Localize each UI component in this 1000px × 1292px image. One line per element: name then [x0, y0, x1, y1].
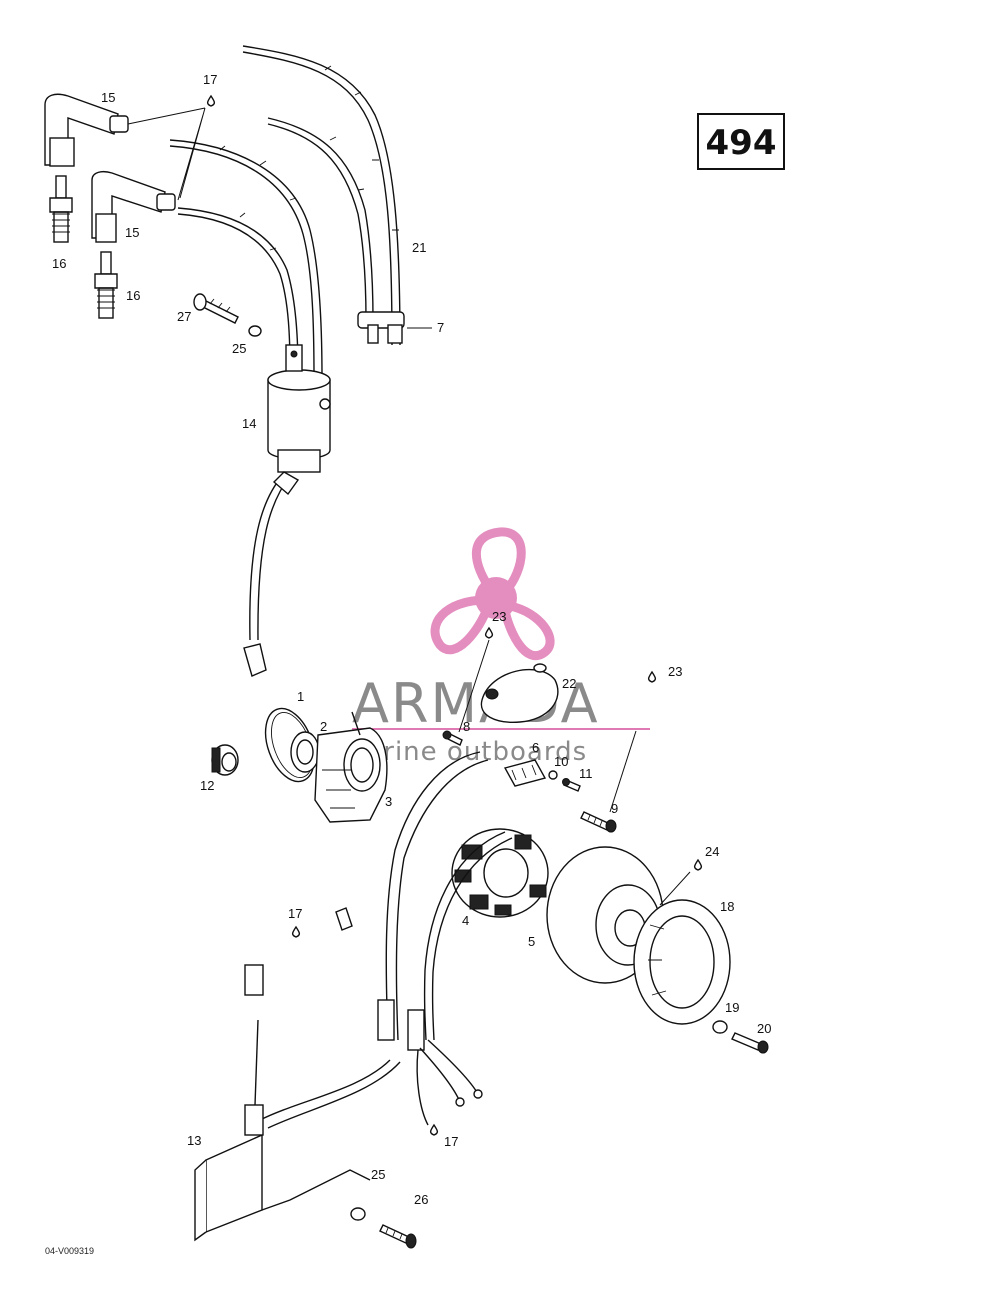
callout-25: 25 [232, 341, 246, 356]
leader-lines [127, 107, 691, 906]
callout-20: 20 [757, 1021, 771, 1036]
drop-icon [206, 94, 216, 107]
part-6-connector [503, 759, 547, 787]
callout-14: 14 [242, 416, 256, 431]
callout-22: 22 [562, 676, 576, 691]
spark-plugs [49, 175, 118, 319]
callout-26: 26 [414, 1192, 428, 1207]
callout-1: 1 [297, 689, 304, 704]
part-8-screw [442, 730, 463, 746]
callout-25: 25 [371, 1167, 385, 1182]
callout-23: 23 [492, 609, 506, 624]
spark-plug-caps [44, 93, 176, 243]
part-26-screw [379, 1224, 417, 1249]
callout-10: 10 [554, 754, 568, 769]
callout-16: 16 [52, 256, 66, 271]
part-22-cover [480, 663, 559, 723]
drop-icon [291, 925, 301, 938]
callout-9: 9 [611, 801, 618, 816]
ignition-coil-assembly [169, 45, 405, 677]
callout-11: 11 [579, 766, 593, 781]
drop-icon [484, 626, 494, 639]
callout-2: 2 [320, 719, 327, 734]
callout-15: 15 [125, 225, 139, 240]
lubricant-drops [206, 94, 703, 1136]
page-number: 494 [706, 123, 777, 163]
part-3-housing [314, 711, 388, 823]
callout-4: 4 [462, 913, 469, 928]
page-number-box: 494 [697, 113, 785, 170]
part-4-stator [451, 828, 549, 918]
part-9-bolt [580, 811, 617, 833]
part-25-washer-lower [350, 1207, 366, 1221]
callout-12: 12 [200, 778, 214, 793]
part-19-washer [712, 1020, 728, 1034]
propeller-icon [430, 527, 555, 660]
drop-icon [647, 670, 657, 683]
part-10-washer [548, 770, 558, 780]
callout-23: 23 [668, 664, 682, 679]
callouts: 17 15 15 16 16 21 7 27 25 14 23 23 22 1 … [52, 72, 771, 1207]
callout-24: 24 [705, 844, 719, 859]
part-12-grommet [211, 744, 239, 776]
part-13-cdi-module [194, 964, 371, 1242]
watermark-logo: ARMADA marine outboards [340, 527, 650, 767]
callout-6: 6 [532, 740, 539, 755]
callout-17: 17 [444, 1134, 458, 1149]
callout-18: 18 [720, 899, 734, 914]
part-11-screw [562, 778, 581, 792]
callout-27: 27 [177, 309, 191, 324]
callout-5: 5 [528, 934, 535, 949]
part-2-seal [290, 731, 320, 773]
callout-17: 17 [203, 72, 217, 87]
callout-8: 8 [463, 719, 470, 734]
drawing-code: 04-V009319 [45, 1246, 94, 1256]
callout-17: 17 [288, 906, 302, 921]
drop-icon [429, 1123, 439, 1136]
part-20-bolt [731, 1032, 769, 1054]
callout-3: 3 [385, 794, 392, 809]
callout-21: 21 [412, 240, 426, 255]
callout-16: 16 [126, 288, 140, 303]
drop-icon [693, 858, 703, 871]
callout-15: 15 [101, 90, 115, 105]
stator-harness [259, 751, 513, 1129]
callout-13: 13 [187, 1133, 201, 1148]
callout-19: 19 [725, 1000, 739, 1015]
callout-7: 7 [437, 320, 444, 335]
part-18-ring-gear [633, 899, 731, 1025]
